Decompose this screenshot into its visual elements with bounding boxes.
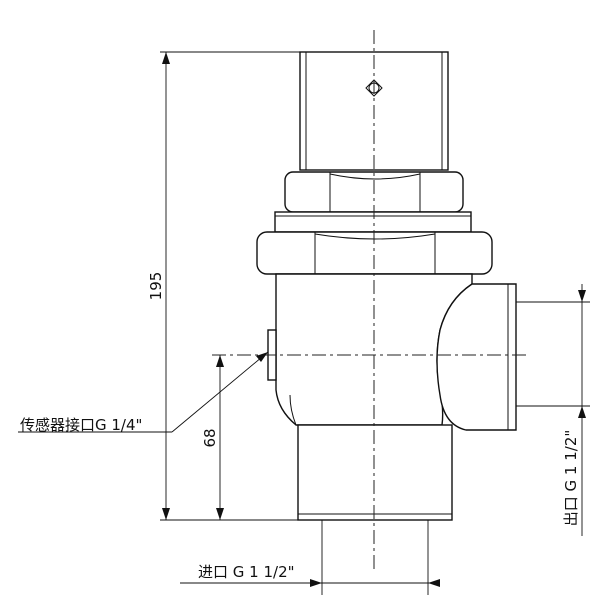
inlet-pipe (297, 424, 453, 521)
dim-195-arrow-bottom (162, 508, 170, 520)
dim-outlet-arrow-top (578, 290, 586, 302)
sensor-leader-arrow (256, 352, 268, 362)
dim-inlet-arrow-right (428, 579, 440, 587)
sensor-leader-diagonal (171, 351, 269, 433)
collar (274, 211, 472, 233)
lower-nut-chamfer (314, 233, 436, 240)
dim-inlet-arrow-left (310, 579, 322, 587)
dim-68-label: 68 (201, 428, 219, 447)
sensor-port-label: 传感器接口G 1/4" (20, 416, 142, 434)
upper-nut-chamfer (329, 173, 421, 180)
dim-68-arrow-bottom (216, 508, 224, 520)
dim-outlet-arrow-bottom (578, 406, 586, 418)
dim-195-label: 195 (147, 272, 165, 301)
outlet-label: 出口 G 1 1/2" (562, 430, 580, 527)
dim-68-arrow-top (216, 355, 224, 367)
inlet-label: 进口 G 1 1/2" (198, 563, 295, 581)
dim-195-arrow-top (162, 52, 170, 64)
body-contour (289, 394, 297, 426)
outlet-port (436, 283, 517, 431)
